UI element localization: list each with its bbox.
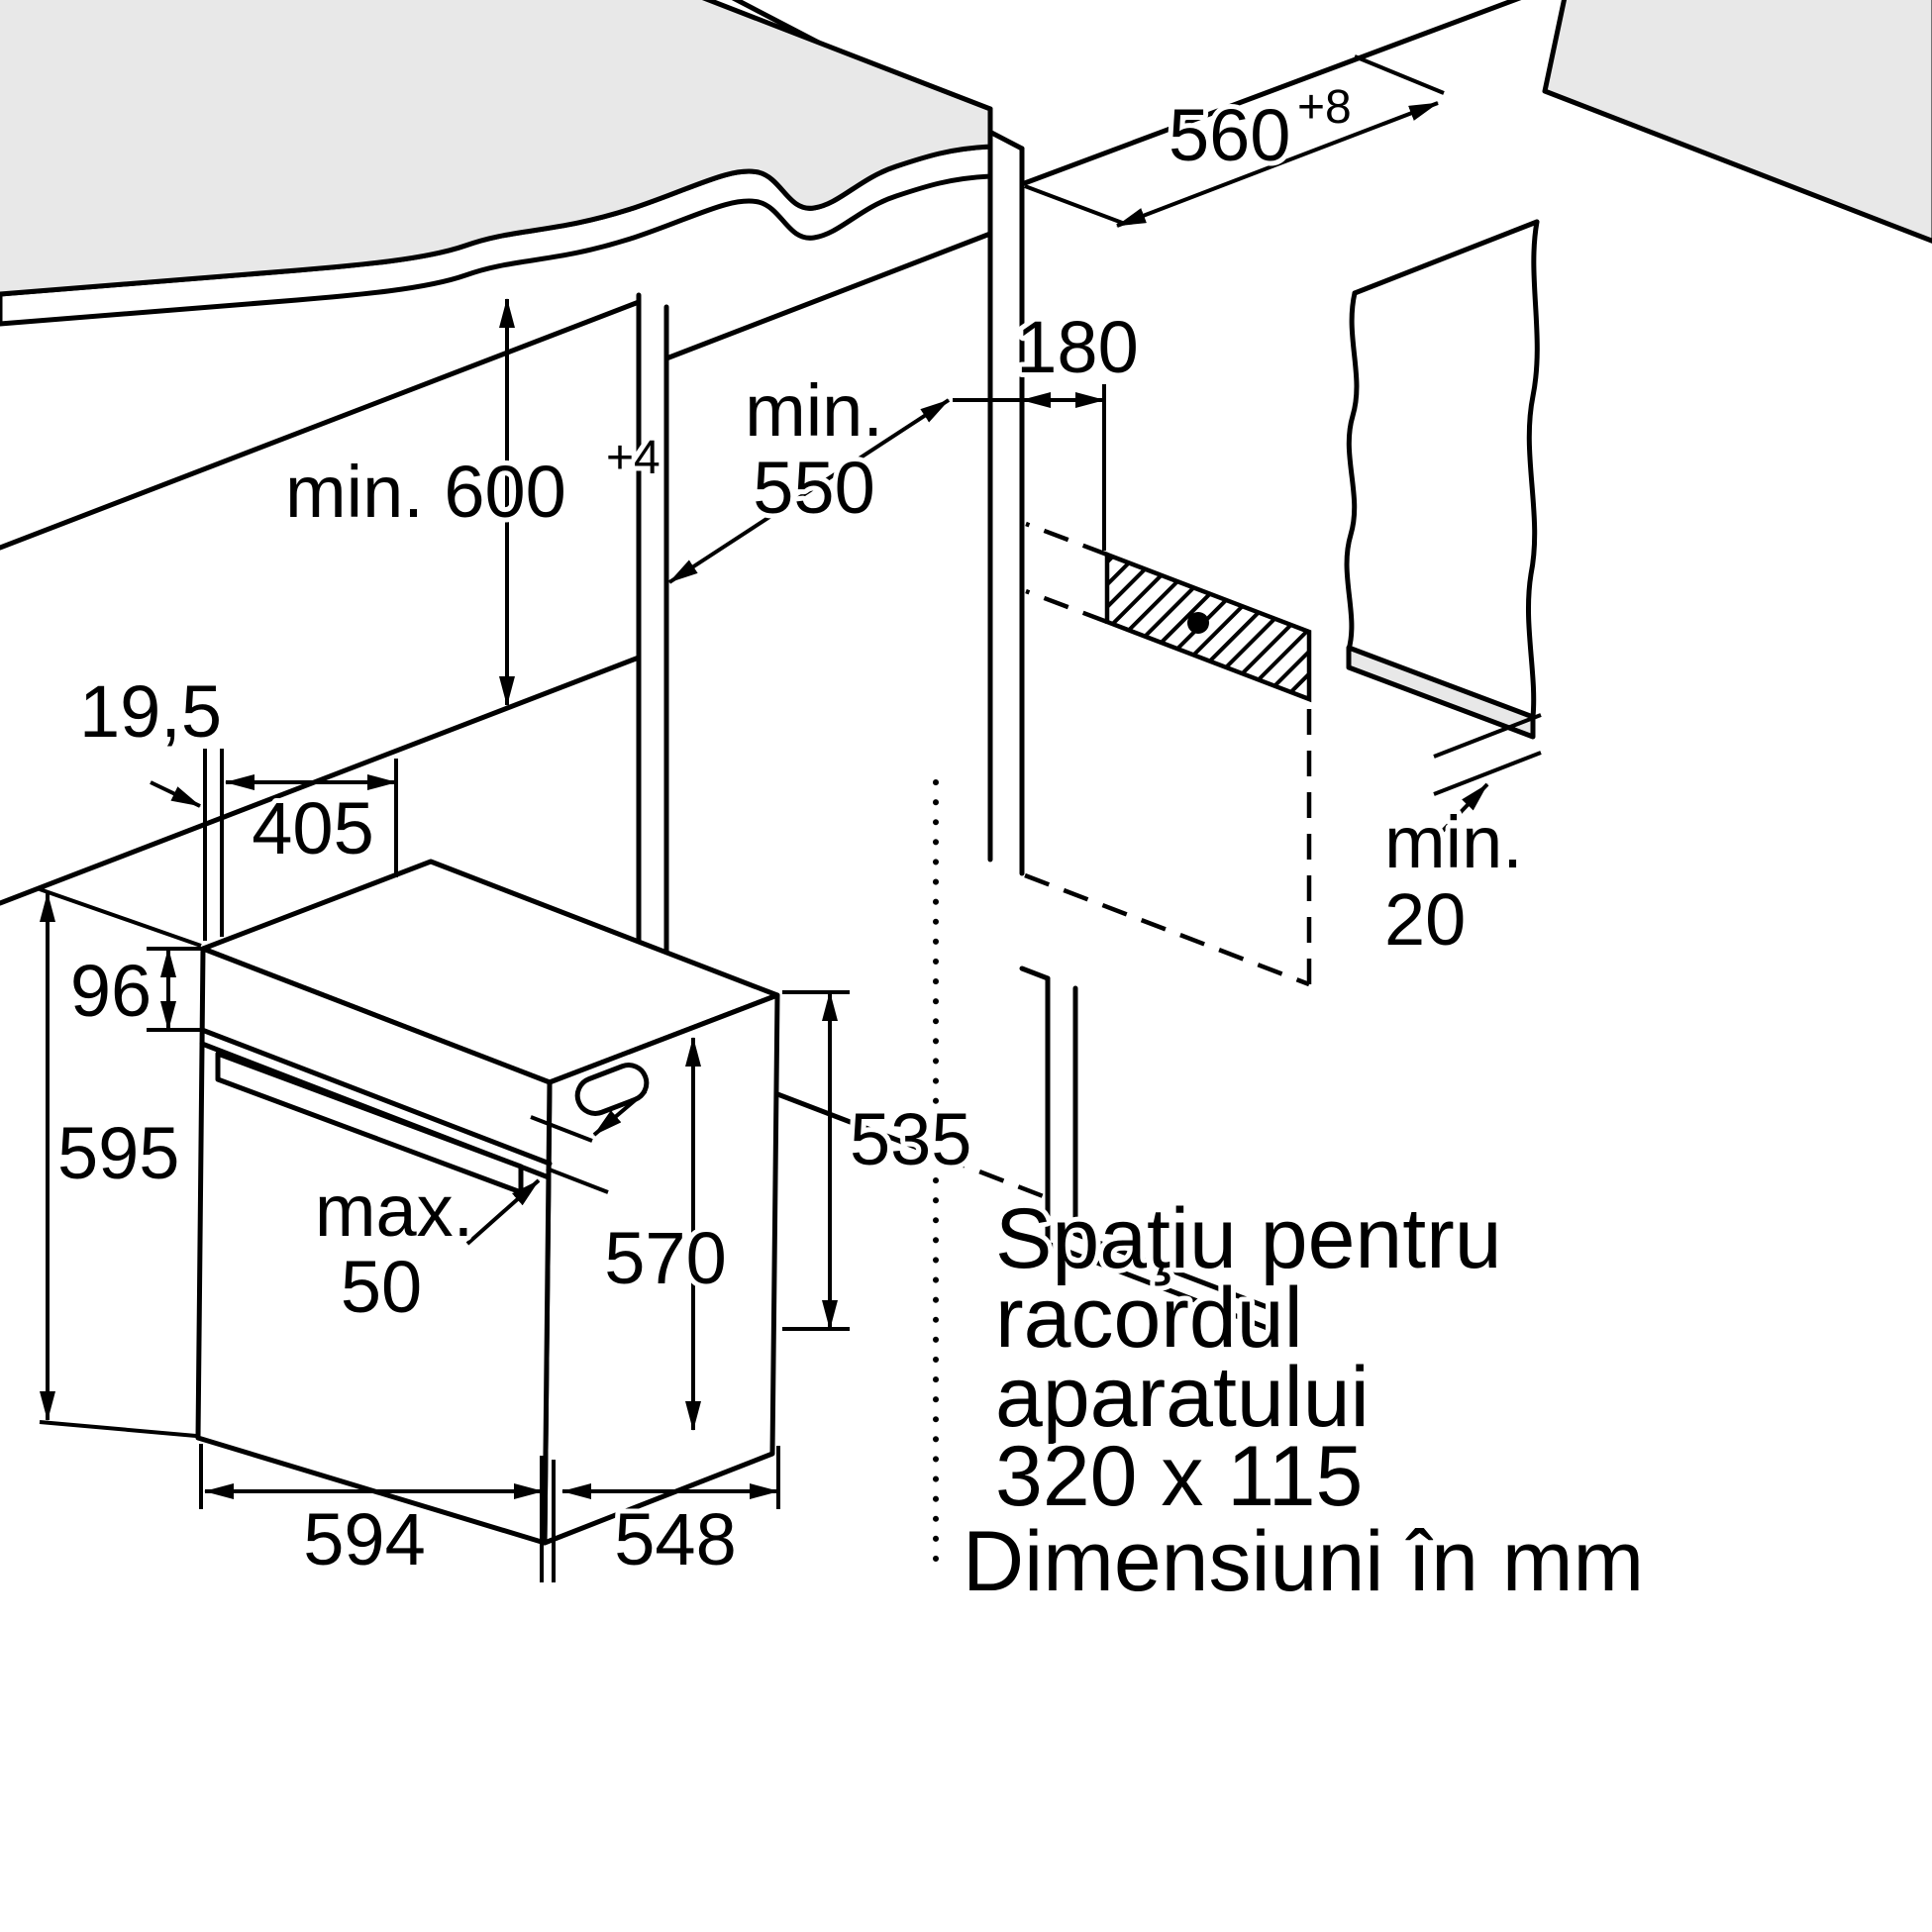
dim-body-depth-label: 548 bbox=[614, 1498, 736, 1580]
hidden-line bbox=[1025, 588, 1108, 625]
connection-note-line-1: Spaţiu pentru bbox=[995, 1191, 1502, 1286]
connection-note: Spaţiu pentru racordul aparatului 320 x … bbox=[990, 1186, 1507, 1529]
dim-body-height: 535 bbox=[782, 990, 976, 1331]
dim-door-height-label: 570 bbox=[604, 1217, 726, 1299]
countertop-surface bbox=[0, 0, 993, 297]
dim-body-depth: 548 bbox=[561, 1446, 780, 1585]
right-unit-base-bottom-edge bbox=[1045, 1241, 1275, 1333]
cabinet-top-edge bbox=[663, 231, 993, 361]
dim-rear-clearance: min. 20 bbox=[1379, 713, 1542, 966]
right-wall-torn-edge-right bbox=[1525, 219, 1540, 720]
connection-point-dot bbox=[1187, 612, 1209, 634]
dim-handle-clearance: max. 50 bbox=[310, 1089, 648, 1333]
dim-niche-width-tolerance: +8 bbox=[1297, 81, 1352, 134]
dim-niche-depth-prefix: min. bbox=[745, 369, 883, 452]
dim-handle-clearance-label: 50 bbox=[341, 1246, 422, 1328]
connection-note-line-3: aparatului bbox=[995, 1350, 1370, 1445]
oven bbox=[195, 859, 780, 1546]
dim-appliance-width: 594 bbox=[199, 1444, 556, 1585]
dim-niche-width-label: 560 bbox=[1169, 94, 1290, 176]
connection-note-line-2: racordul bbox=[995, 1271, 1303, 1366]
dim-niche-height: min. 600 +4 bbox=[280, 298, 665, 706]
dim-control-panel-height: 96 bbox=[65, 945, 201, 1037]
dim-niche-height-label: min. 600 bbox=[285, 451, 566, 533]
hidden-line bbox=[1024, 872, 1310, 987]
dim-niche-height-tolerance: +4 bbox=[606, 432, 661, 484]
control-panel-bottom-line bbox=[199, 1027, 553, 1167]
wall-edge-upper bbox=[0, 299, 642, 551]
right-unit-base-bottom-inner-edge bbox=[1072, 1231, 1275, 1312]
dim-front-frame-depth-label: 19,5 bbox=[79, 670, 222, 753]
connection-note-size: 320 x 115 bbox=[995, 1429, 1363, 1524]
dim-rear-clearance-prefix: min. bbox=[1384, 801, 1523, 883]
right-wall-bottom-edge bbox=[1346, 645, 1536, 740]
dim-niche-depth: min. 550 bbox=[667, 364, 951, 584]
dim-appliance-width-label: 594 bbox=[303, 1498, 425, 1580]
dim-top-inset-depth-label: 405 bbox=[252, 787, 373, 869]
dim-niche-width: 560 +8 bbox=[1024, 54, 1445, 228]
right-wall-top-edge bbox=[1352, 219, 1540, 296]
dim-control-panel-height-label: 96 bbox=[70, 950, 152, 1032]
side-grip-cutout bbox=[574, 1063, 650, 1116]
dimensions: min. 600 +4 560 +8 min. 550 180 bbox=[39, 54, 1542, 1585]
hidden-line bbox=[1025, 521, 1108, 558]
dim-rear-clearance-label: 20 bbox=[1384, 878, 1466, 961]
dim-connection-offset-label: 180 bbox=[1016, 306, 1138, 388]
dim-front-frame-depth: 19,5 bbox=[74, 665, 227, 941]
right-unit-base-edge bbox=[1019, 966, 1051, 981]
dim-top-inset-depth: 405 bbox=[225, 759, 398, 877]
right-unit bbox=[940, 0, 1932, 1333]
dim-appliance-height-label: 595 bbox=[57, 1112, 179, 1194]
dim-handle-clearance-prefix: max. bbox=[315, 1169, 473, 1252]
niche-top-edge bbox=[1019, 0, 1522, 187]
right-wall-torn-edge-left bbox=[1344, 290, 1360, 653]
dim-niche-depth-label: 550 bbox=[753, 447, 874, 529]
dim-body-height-label: 535 bbox=[850, 1098, 971, 1180]
dim-door-height: 570 bbox=[599, 1037, 732, 1431]
units-note: Dimensiuni în mm bbox=[963, 1514, 1644, 1609]
countertop bbox=[0, 0, 993, 327]
upper-wall-corner bbox=[1542, 0, 1932, 244]
dim-connection-offset: 180 bbox=[953, 301, 1144, 551]
hidden-line bbox=[940, 1154, 1047, 1200]
dim-appliance-height: 595 bbox=[39, 887, 202, 1438]
